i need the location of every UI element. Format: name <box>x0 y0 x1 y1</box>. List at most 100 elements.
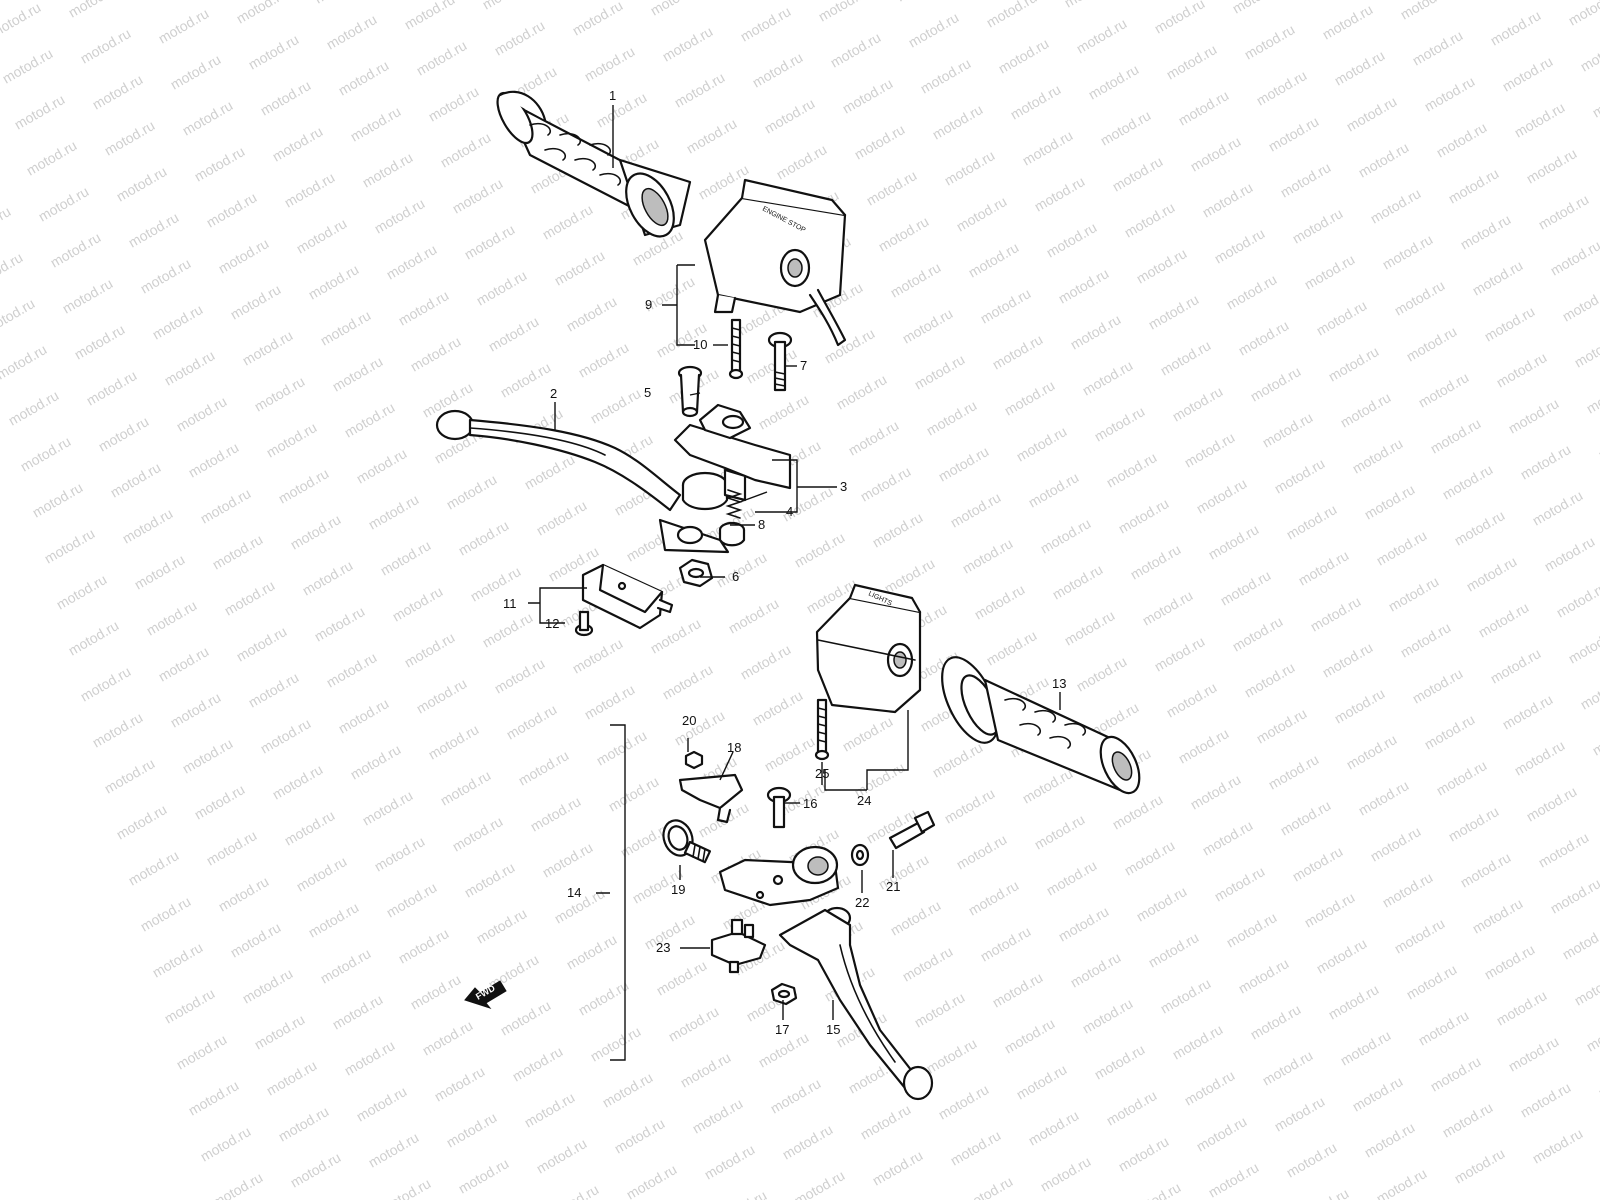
watermark-text: motod.ru <box>228 919 284 960</box>
watermark-text: motod.ru <box>1218 567 1274 608</box>
watermark-text: motod.ru <box>78 25 134 66</box>
watermark-text: motod.ru <box>1038 515 1094 556</box>
watermark-text: motod.ru <box>126 209 182 250</box>
watermark-text: motod.ru <box>1056 265 1112 306</box>
watermark-text: motod.ru <box>1116 495 1172 536</box>
watermark-text: motod.ru <box>102 117 158 158</box>
watermark-text: motod.ru <box>456 1155 512 1196</box>
watermark-text: motod.ru <box>366 1129 422 1170</box>
watermark-text: motod.ru <box>252 1011 308 1052</box>
watermark-text: motod.ru <box>852 121 908 162</box>
watermark-text: motod.ru <box>492 655 548 696</box>
watermark-text: motod.ru <box>912 989 968 1030</box>
watermark-text: motod.ru <box>834 371 890 412</box>
watermark-text: motod.ru <box>390 583 446 624</box>
watermark-text: motod.ru <box>1536 191 1592 232</box>
watermark-text: motod.ru <box>1308 593 1364 634</box>
watermark-text: motod.ru <box>1260 1047 1316 1088</box>
watermark-text: motod.ru <box>1248 1001 1304 1042</box>
watermark-text: motod.ru <box>1290 205 1346 246</box>
watermark-text: motod.ru <box>348 103 404 144</box>
watermark-text: motod.ru <box>402 629 458 670</box>
watermark-text: motod.ru <box>258 715 314 756</box>
watermark-text: motod.ru <box>1488 7 1544 48</box>
watermark-text: motod.ru <box>1434 757 1490 798</box>
screw-25 <box>814 698 830 761</box>
watermark-text: motod.ru <box>1068 311 1124 352</box>
watermark-text: motod.ru <box>210 531 266 572</box>
watermark-text: motod.ru <box>384 879 440 920</box>
watermark-text: motod.ru <box>564 931 620 972</box>
bracket-18 <box>678 773 744 824</box>
watermark-text: motod.ru <box>1248 363 1304 404</box>
watermark-text: motod.ru <box>1164 679 1220 720</box>
watermark-text: motod.ru <box>1260 409 1316 450</box>
watermark-text: motod.ru <box>18 433 74 474</box>
watermark-text: motod.ru <box>1314 935 1370 976</box>
watermark-text: motod.ru <box>444 471 500 512</box>
watermark-text: motod.ru <box>894 0 950 5</box>
watermark-text: motod.ru <box>546 1181 602 1200</box>
watermark-text: motod.ru <box>1026 469 1082 510</box>
watermark-text: motod.ru <box>312 0 368 7</box>
watermark-text: motod.ru <box>1356 777 1412 818</box>
watermark-text: motod.ru <box>858 1101 914 1142</box>
forward-arrow-icon: FWD <box>464 980 507 1009</box>
watermark-text: motod.ru <box>1470 895 1526 936</box>
watermark-text: motod.ru <box>1434 119 1490 160</box>
lower-switch-housing: LIGHTS <box>815 583 922 714</box>
watermark-text: motod.ru <box>1524 145 1580 186</box>
watermark-text: motod.ru <box>378 537 434 578</box>
watermark-text: motod.ru <box>1170 1021 1226 1062</box>
watermark-text: motod.ru <box>384 241 440 282</box>
watermark-text: motod.ru <box>234 0 290 27</box>
callout-9: 9 <box>645 297 652 312</box>
watermark-text: motod.ru <box>360 149 416 190</box>
watermark-text: motod.ru <box>1590 717 1600 758</box>
watermark-text: motod.ru <box>204 827 260 868</box>
callout-2: 2 <box>550 386 557 401</box>
watermark-text: motod.ru <box>1584 1013 1600 1054</box>
watermark-text: motod.ru <box>576 339 632 380</box>
watermark-text: motod.ru <box>1296 547 1352 588</box>
watermark-text: motod.ru <box>540 201 596 242</box>
watermark-text: motod.ru <box>1278 797 1334 838</box>
watermark-text: motod.ru <box>480 609 536 650</box>
watermark-text: motod.ru <box>1392 277 1448 318</box>
watermark-text: motod.ru <box>156 643 212 684</box>
watermark-text: motod.ru <box>318 945 374 986</box>
watermark-text: motod.ru <box>714 549 770 590</box>
watermark-text: motod.ru <box>102 755 158 796</box>
watermark-text: motod.ru <box>1098 107 1154 148</box>
watermark-text: motod.ru <box>180 97 236 138</box>
watermark-text: motod.ru <box>1230 613 1286 654</box>
watermark-text: motod.ru <box>1266 751 1322 792</box>
watermark-text: motod.ru <box>396 925 452 966</box>
watermark-text: motod.ru <box>1350 435 1406 476</box>
watermark-text: motod.ru <box>1428 1053 1484 1094</box>
watermark-text: motod.ru <box>978 285 1034 326</box>
upper-switch-housing: ENGINE STOP <box>703 178 847 347</box>
watermark-text: motod.ru <box>1284 501 1340 542</box>
watermark-text: motod.ru <box>1548 237 1600 278</box>
watermark-text: motod.ru <box>882 555 938 596</box>
watermark-text: motod.ru <box>534 497 590 538</box>
watermark-text: motod.ru <box>1236 955 1292 996</box>
watermark-text: motod.ru <box>114 801 170 842</box>
watermark-text: motod.ru <box>330 991 386 1032</box>
watermark-text: motod.ru <box>570 635 626 676</box>
nut-6 <box>678 558 714 588</box>
watermark-text: motod.ru <box>0 341 49 382</box>
watermark-text: motod.ru <box>198 1123 254 1164</box>
watermark-text: motod.ru <box>1044 219 1100 260</box>
watermark-text: motod.ru <box>1404 323 1460 364</box>
watermark-text: motod.ru <box>162 985 218 1026</box>
watermark-text: motod.ru <box>186 1077 242 1118</box>
nut-8 <box>718 521 746 547</box>
watermark-text: motod.ru <box>1200 179 1256 220</box>
watermark-text: motod.ru <box>1374 527 1430 568</box>
callout-24: 24 <box>857 793 871 808</box>
watermark-text: motod.ru <box>1494 349 1550 390</box>
watermark-text: motod.ru <box>792 1167 848 1200</box>
watermark-text: motod.ru <box>1134 883 1190 924</box>
